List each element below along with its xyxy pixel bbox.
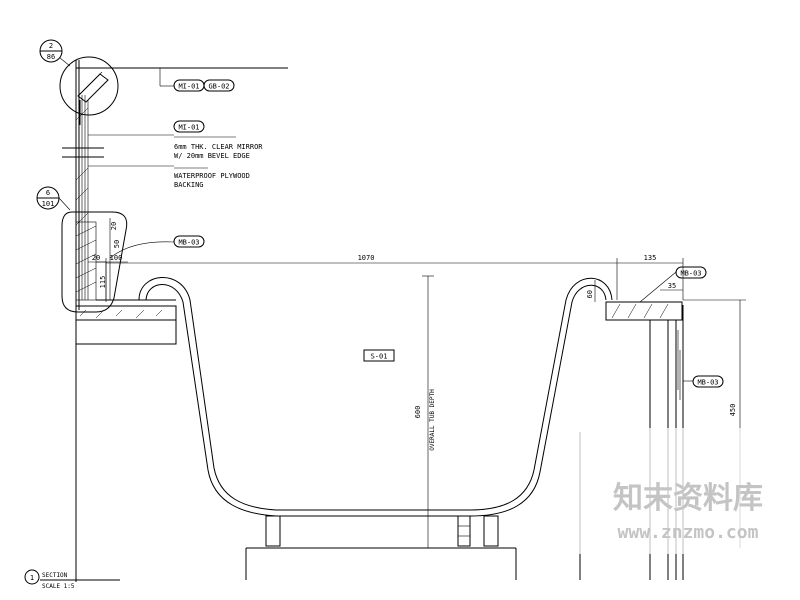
dim-20b: 20 — [92, 254, 100, 262]
tag-mb03-b-label: MB-03 — [680, 270, 701, 278]
tag-gb02-label: GB-02 — [208, 83, 229, 91]
mirror-note-line1: 6mm THK. CLEAR MIRROR — [174, 143, 263, 151]
dim-width: 1070 — [105, 254, 618, 300]
tag-mi01-b-label: MI-01 — [178, 124, 199, 132]
plywood-note-line1: WATERPROOF PLYWOOD — [174, 172, 250, 180]
tag-gb02: GB-02 — [203, 79, 235, 92]
tag-mb03-c-label: MB-03 — [697, 379, 718, 387]
watermark: 知末资料库 www.znzmo.com — [576, 428, 798, 554]
detail-callout-top-number: 2 — [49, 42, 53, 50]
tag-mb03-c: MB-03 — [683, 375, 724, 388]
watermark-title: 知末资料库 — [613, 481, 763, 516]
tag-mi01-b: MI-01 6mm THK. CLEAR MIRROR W/ 20mm BEVE… — [88, 120, 263, 160]
watermark-url: www.znzmo.com — [618, 522, 759, 543]
bathtub — [138, 277, 613, 547]
detail-callout-top: 2 86 — [39, 39, 71, 67]
shower-head-detail — [59, 56, 119, 125]
wall-assembly — [62, 60, 288, 582]
floor-under-tub — [245, 432, 581, 580]
dim-600: 600 — [414, 406, 422, 419]
dim-60: 60 — [586, 290, 594, 298]
dim-115: 115 — [99, 276, 107, 289]
detail-callout-top-sheet: 86 — [47, 53, 55, 61]
tub-foot-right — [483, 515, 499, 547]
dim-depth: 600 OVERALL TUB DEPTH — [414, 275, 436, 549]
plywood-note: WATERPROOF PLYWOOD BACKING — [88, 165, 250, 189]
dim-100: 100 — [110, 254, 123, 262]
plywood-note-line2: BACKING — [174, 181, 204, 189]
dim-450: 450 — [729, 404, 737, 417]
tag-mb03-b: MB-03 — [639, 266, 707, 303]
detail-boundary — [61, 211, 128, 313]
tag-mi01-a-label: MI-01 — [178, 83, 199, 91]
dim-wall-base: 20 50 20 100 115 — [88, 218, 128, 300]
dim-35: 35 — [668, 282, 676, 290]
section-number: 1 — [30, 574, 34, 582]
section-scale: SCALE 1:5 — [42, 583, 75, 590]
tub-drain — [457, 515, 471, 547]
section-title-block: 1 SECTION SCALE 1:5 — [24, 569, 120, 590]
dim-20a: 20 — [110, 222, 118, 230]
mirror-note-line2: W/ 20mm BEVEL EDGE — [174, 152, 250, 160]
dim-50: 50 — [113, 240, 121, 248]
detail-callout-side-sheet: 101 — [42, 200, 55, 208]
detail-callout-side: 6 101 — [36, 186, 71, 211]
tag-mb03-a-label: MB-03 — [178, 239, 199, 247]
tub-foot-left — [265, 515, 281, 547]
tag-mb03-a: MB-03 — [109, 235, 205, 259]
dim-135: 135 — [644, 254, 657, 262]
detail-callout-side-number: 6 — [46, 189, 50, 197]
floor-slab-left — [75, 299, 177, 345]
tub-depth-label: OVERALL TUB DEPTH — [429, 389, 436, 451]
section-title: SECTION — [42, 572, 68, 579]
tag-mi01-a: MI-01 — [159, 68, 205, 92]
tag-s01: S-01 — [363, 349, 395, 362]
dim-1070: 1070 — [358, 254, 375, 262]
dim-rim: 135 35 60 — [586, 254, 684, 302]
tag-s01-label: S-01 — [371, 353, 388, 361]
